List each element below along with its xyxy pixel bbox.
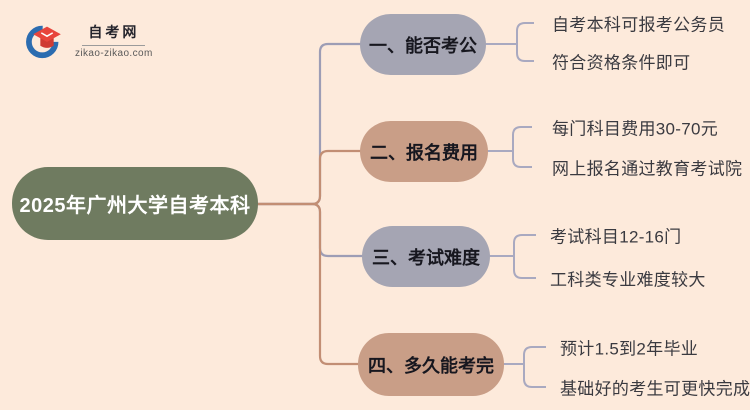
leaf-item: 考试科目12-16门 — [550, 227, 682, 247]
bracket-branch1 — [485, 22, 534, 62]
branch-node-2: 二、报名费用 — [360, 121, 488, 182]
leaf-item: 自考本科可报考公务员 — [552, 15, 725, 35]
site-logo: 自考网 zikao-zikao.com — [26, 20, 153, 60]
connector-root-branch1 — [257, 42, 361, 206]
site-logo-text: 自考网 zikao-zikao.com — [75, 22, 153, 59]
connector-root-branch4 — [257, 202, 359, 366]
bracket-branch3 — [489, 234, 536, 279]
leaf-item: 符合资格条件即可 — [552, 53, 691, 73]
branch-node-3: 三、考试难度 — [362, 226, 490, 287]
connector-root-branch2 — [257, 149, 361, 206]
site-name: 自考网 — [82, 22, 146, 46]
leaf-item: 每门科目费用30-70元 — [552, 119, 719, 139]
leaf-item: 工科类专业难度较大 — [550, 270, 706, 290]
root-topic-node: 2025年广州大学自考本科 — [12, 167, 258, 240]
branch-node-4: 四、多久能考完 — [358, 333, 504, 396]
branch-node-1: 一、能否考公 — [360, 14, 486, 75]
bracket-branch2 — [487, 126, 532, 168]
graduation-cap-icon — [26, 25, 61, 59]
site-domain: zikao-zikao.com — [75, 47, 153, 59]
bracket-branch4 — [503, 346, 546, 388]
connector-root-branch3 — [257, 202, 363, 258]
leaf-item: 基础好的考生可更快完成 — [560, 379, 750, 399]
leaf-item: 网上报名通过教育考试院 — [552, 159, 743, 179]
leaf-item: 预计1.5到2年毕业 — [560, 339, 699, 359]
